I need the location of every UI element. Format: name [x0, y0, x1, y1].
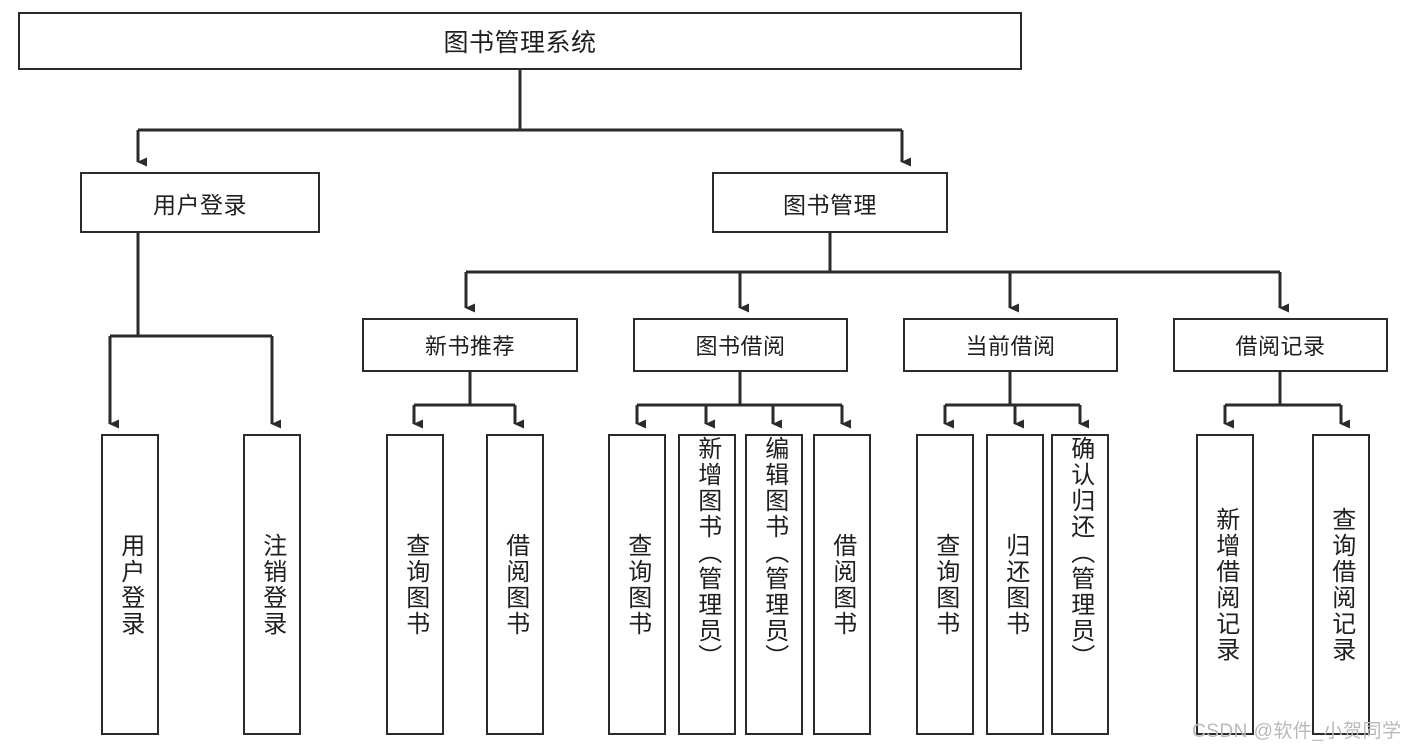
leaf-book-borrow-borrow-book[interactable]: 借阅图书: [813, 434, 871, 735]
leaf-current-borrow-return-book[interactable]: 归还图书: [986, 434, 1044, 735]
leaf-borrow-record-query-record[interactable]: 查询借阅记录: [1312, 434, 1370, 735]
node-label: 新增借阅记录: [1211, 506, 1239, 663]
leaf-current-borrow-query-book[interactable]: 查询图书: [916, 434, 974, 735]
leaf-user-login-logout[interactable]: 注销登录: [243, 434, 301, 735]
node-label: 用户登录: [116, 532, 144, 637]
node-user-login[interactable]: 用户登录: [80, 172, 320, 233]
node-current-borrow[interactable]: 当前借阅: [903, 318, 1118, 372]
node-label: 查询图书: [931, 532, 959, 637]
node-label: 查询图书: [401, 532, 429, 637]
node-label: 借阅图书: [828, 532, 856, 637]
node-root-system[interactable]: 图书管理系统: [18, 12, 1022, 70]
node-label: 新书推荐: [424, 334, 515, 359]
node-label: 当前借阅: [965, 334, 1056, 359]
leaf-book-borrow-query-book[interactable]: 查询图书: [608, 434, 666, 735]
node-label: 查询借阅记录: [1327, 506, 1355, 663]
node-book-management[interactable]: 图书管理: [712, 172, 948, 233]
leaf-book-borrow-add-book-admin[interactable]: 新增图书（管理员）: [678, 434, 736, 735]
leaf-book-borrow-edit-book-admin[interactable]: 编辑图书（管理员）: [745, 434, 803, 735]
leaf-current-borrow-confirm-return-admin[interactable]: 确认归还（管理员）: [1051, 434, 1109, 735]
node-label: 图书管理系统: [443, 29, 597, 57]
node-label: 注销登录: [258, 532, 286, 637]
node-label: 图书借阅: [695, 334, 786, 359]
node-label: 归还图书: [1001, 532, 1029, 637]
leaf-user-login-login[interactable]: 用户登录: [101, 434, 159, 735]
watermark-text: CSDN @软件_小贺同学: [1192, 721, 1402, 742]
node-label: 确认归还（管理员）: [1066, 436, 1094, 670]
node-label: 查询图书: [623, 532, 651, 637]
node-label: 借阅记录: [1235, 334, 1326, 359]
node-label: 借阅图书: [501, 532, 529, 637]
node-label: 图书管理: [783, 191, 877, 218]
leaf-new-book-query-book[interactable]: 查询图书: [386, 434, 444, 735]
node-label: 编辑图书（管理员）: [760, 436, 788, 670]
node-book-borrow[interactable]: 图书借阅: [633, 318, 848, 372]
node-label: 新增图书（管理员）: [693, 436, 721, 670]
node-new-book-recommend[interactable]: 新书推荐: [362, 318, 578, 372]
leaf-borrow-record-add-record[interactable]: 新增借阅记录: [1196, 434, 1254, 735]
leaf-new-book-borrow-book[interactable]: 借阅图书: [486, 434, 544, 735]
node-borrow-record[interactable]: 借阅记录: [1173, 318, 1388, 372]
node-label: 用户登录: [153, 191, 247, 218]
